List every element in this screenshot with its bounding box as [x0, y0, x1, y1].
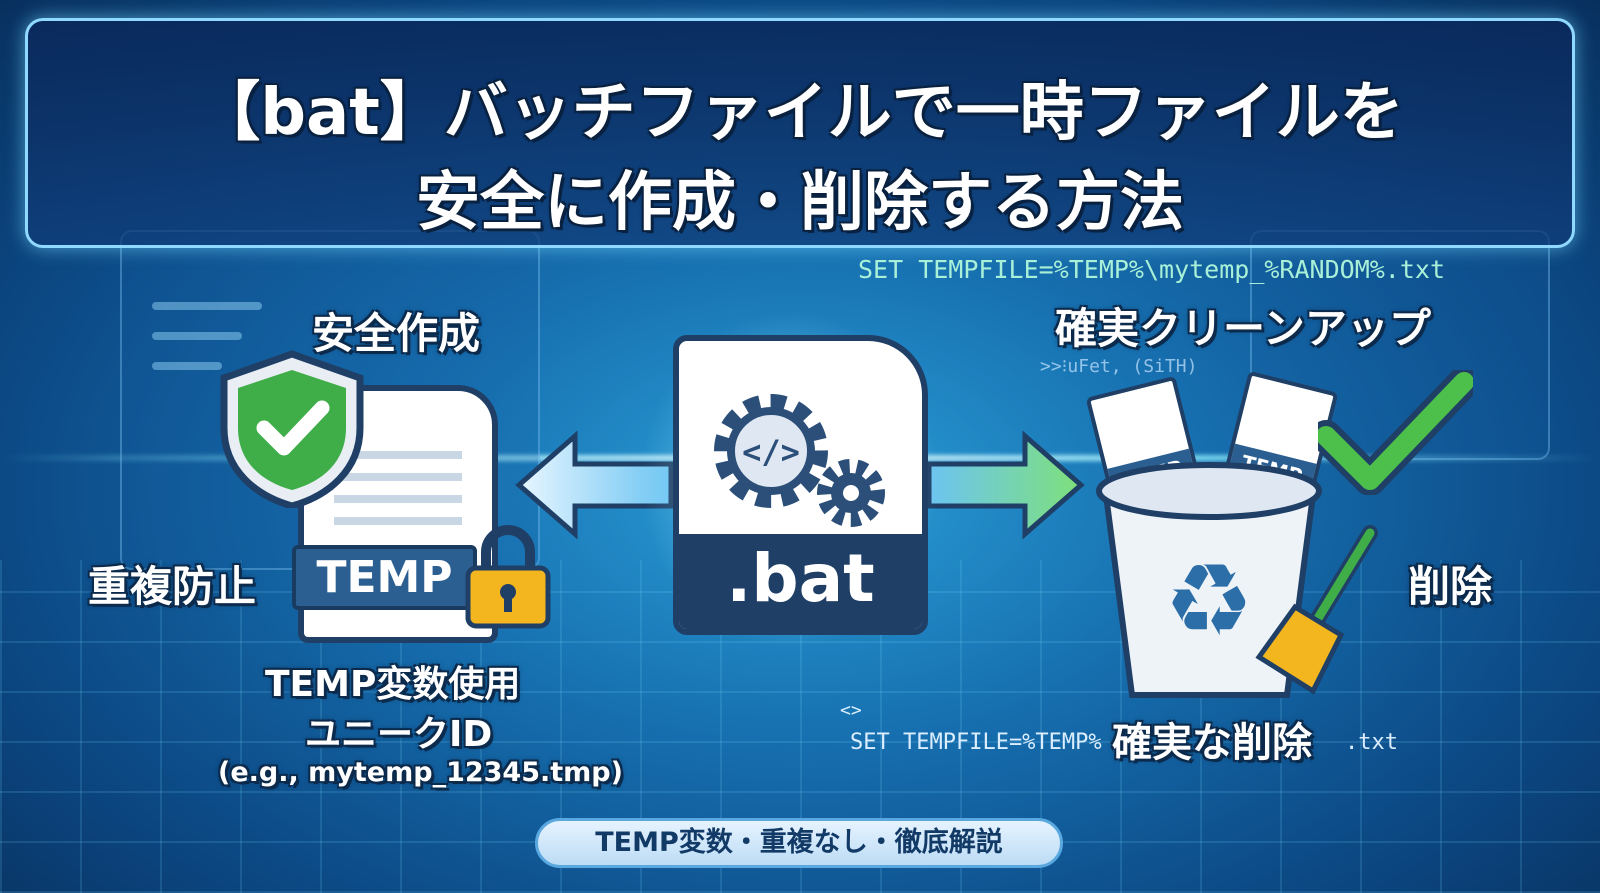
left-line-1: TEMP変数使用	[265, 664, 521, 705]
lock-icon	[465, 525, 551, 629]
code-bottom-left: SET TEMPFILE=%TEMP%	[850, 730, 1102, 755]
footer-pill: TEMP変数・重複なし・徹底解説	[535, 818, 1063, 868]
bg-window-line	[152, 332, 242, 340]
code-bottom-right: .txt	[1345, 730, 1398, 755]
gear-code-icon: </>	[714, 394, 885, 527]
trash-bin-icon: ♻	[1096, 462, 1322, 698]
left-heading: 安全作成	[312, 309, 481, 358]
shield-check-icon	[220, 350, 364, 508]
left-example: (e.g., mytemp_12345.tmp)	[218, 757, 623, 788]
code-top: SET TEMPFILE=%TEMP%\mytemp_%RANDOM%.txt	[858, 255, 1445, 284]
arrow-right-icon	[926, 430, 1085, 540]
recycle-icon: ♻	[1164, 542, 1254, 659]
title-banner: 【bat】バッチファイルで一時ファイルを 安全に作成・削除する方法	[25, 18, 1575, 248]
title-line-2: 安全に作成・削除する方法	[416, 166, 1184, 240]
bat-file-icon: </> .bat	[673, 335, 928, 635]
broom-icon	[1255, 525, 1378, 695]
right-side-label: 削除	[1408, 562, 1493, 611]
code-faint: >>⁝uFet, (SiTH)	[1040, 356, 1198, 377]
bat-label: .bat	[679, 534, 922, 629]
right-heading: 確実クリーンアップ	[1055, 304, 1431, 353]
right-bottom-label: 確実な削除	[1112, 720, 1312, 766]
code-bracket: <>	[840, 700, 862, 721]
left-side-label: 重複防止	[88, 562, 257, 611]
left-line-2: ユニークID	[305, 714, 493, 755]
bg-window-line	[152, 302, 262, 310]
bg-window-line	[152, 362, 222, 370]
temp-tag: TEMP	[292, 545, 477, 610]
code-glyph: </>	[742, 433, 800, 471]
title-line-1: 【bat】バッチファイルで一時ファイルを	[196, 76, 1404, 150]
checkmark-icon	[1318, 370, 1473, 495]
